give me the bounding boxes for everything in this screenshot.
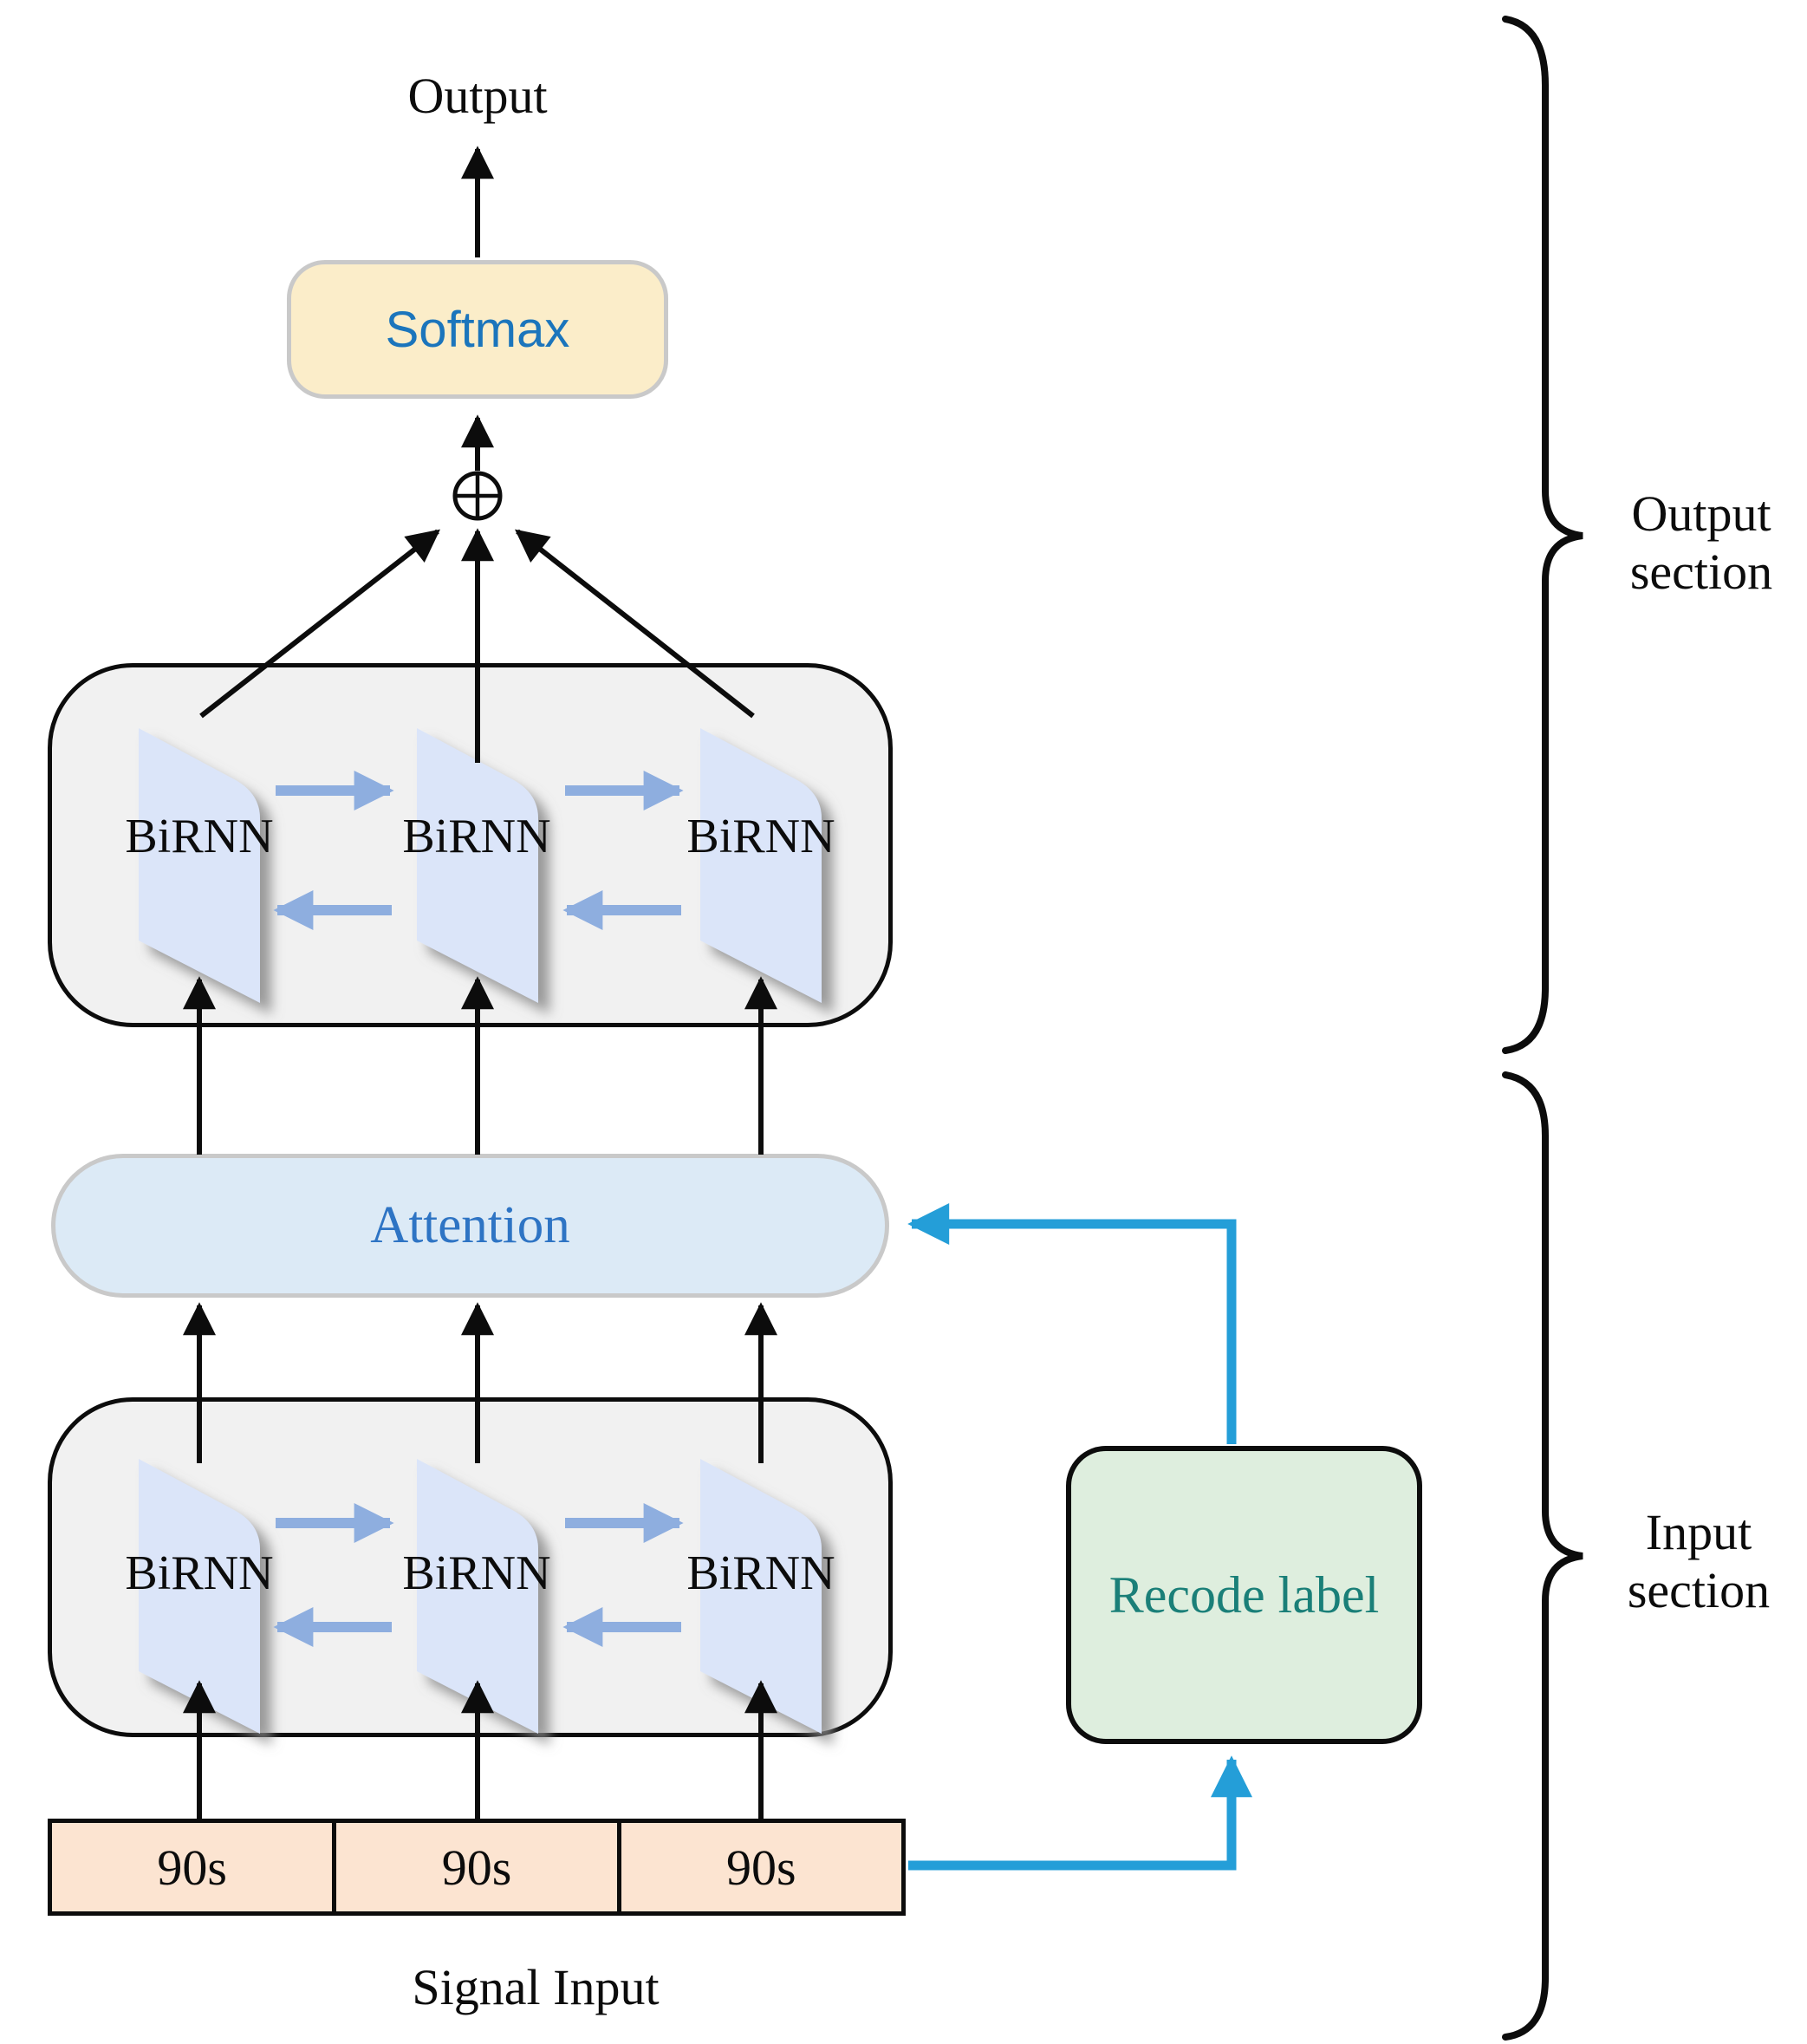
birnn-sheet-icon	[700, 1459, 822, 1734]
recode-label-box: Recode label	[1066, 1446, 1422, 1744]
birnn-label: BiRNN	[125, 1546, 274, 1600]
birnn-label: BiRNN	[686, 810, 835, 863]
signal-segment: 90s	[616, 1823, 901, 1911]
birnn-sheet-icon	[417, 728, 538, 1003]
recurrent-arrows-bottom	[273, 1503, 684, 1647]
birnn-label: BiRNN	[402, 1546, 551, 1600]
attention-pill: Attention	[51, 1154, 889, 1298]
output-label: Output	[407, 68, 548, 124]
blue-connectors	[907, 1203, 1252, 1871]
flow-arrows	[183, 146, 777, 1820]
output-section-brace	[1502, 16, 1583, 1054]
birnn-sheet-icon	[417, 1459, 538, 1734]
recode-label: Recode label	[1108, 1566, 1380, 1624]
birnn-sheet-icon	[139, 728, 260, 1003]
birnn-label: BiRNN	[402, 810, 551, 863]
signal-input-row: 90s 90s 90s	[48, 1819, 906, 1916]
circled-plus-icon	[452, 471, 503, 521]
birnn-sheets-bottom	[139, 1459, 822, 1734]
output-section-label: Output section	[1629, 485, 1773, 600]
signal-segment: 90s	[52, 1823, 333, 1911]
softmax-label: Softmax	[385, 301, 570, 358]
diagonal-arrow-icon	[515, 529, 755, 719]
recurrent-arrows-top	[273, 771, 684, 930]
signal-input-label: Signal Input	[412, 1959, 660, 2015]
birnn-label: BiRNN	[686, 1546, 835, 1600]
input-section-label: Input section	[1627, 1504, 1771, 1618]
attention-label: Attention	[370, 1196, 570, 1254]
recode-to-attention-arrow	[907, 1203, 1237, 1444]
birnn-sheets-top	[139, 728, 822, 1003]
diagonal-arrow-icon	[199, 529, 440, 719]
birnn-label: BiRNN	[125, 810, 274, 863]
input-section-brace	[1502, 1071, 1583, 2041]
signal-to-recode-arrow	[908, 1755, 1252, 1871]
softmax-box: Softmax	[287, 260, 668, 399]
birnn-sheet-icon	[700, 728, 822, 1003]
birnn-sheet-icon	[139, 1459, 260, 1734]
signal-segment: 90s	[332, 1823, 617, 1911]
